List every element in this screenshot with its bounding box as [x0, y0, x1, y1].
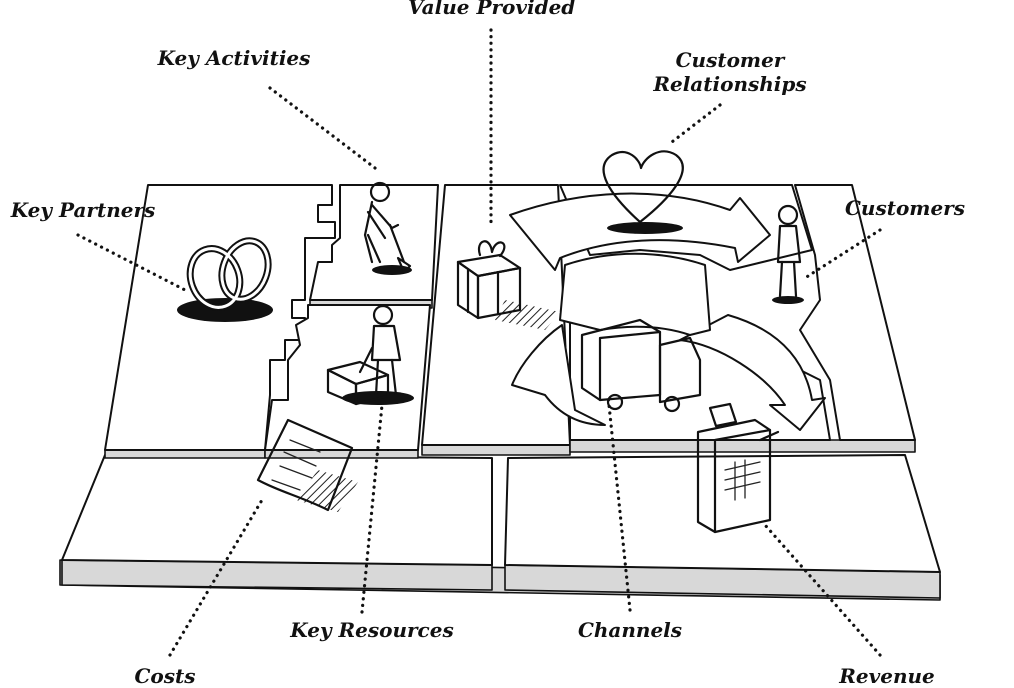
revenue-block: [504, 454, 941, 599]
customers-block: [794, 184, 916, 441]
leader-customers: [803, 228, 882, 280]
delivery-truck-icon: [580, 318, 702, 413]
label-revenue: Revenue: [839, 664, 935, 688]
label-key-resources: Key Resources: [290, 618, 454, 642]
costs-block: [61, 454, 493, 591]
customer-person-icon: [772, 204, 804, 304]
digging-person-icon: [363, 181, 412, 275]
document-icon: [256, 418, 358, 512]
leader-key-partners: [76, 233, 187, 292]
leader-key-activities: [268, 86, 377, 170]
label-customer-relationships-line1: Customer: [675, 48, 785, 72]
leader-lines: [76, 28, 882, 657]
heart-icon: [602, 150, 684, 234]
label-customer-relationships-line2: Relationships: [653, 72, 807, 96]
leader-costs: [168, 498, 264, 657]
label-key-activities: Key Activities: [157, 46, 311, 70]
interlocked-rings-icon: [177, 237, 273, 322]
cash-register-icon: [696, 402, 780, 534]
label-costs: Costs: [134, 664, 196, 688]
key-resources-block: [264, 304, 431, 459]
label-customers: Customers: [845, 196, 965, 220]
leader-key-resources: [360, 403, 384, 614]
label-value-provided: Value Provided: [408, 0, 576, 19]
label-channels: Channels: [577, 618, 683, 642]
label-key-partners: Key Partners: [10, 198, 156, 222]
leader-revenue: [763, 523, 882, 657]
gift-box-icon: [456, 240, 560, 330]
worker-with-machine-icon: [326, 304, 414, 406]
leader-customer-relationships: [666, 103, 722, 147]
